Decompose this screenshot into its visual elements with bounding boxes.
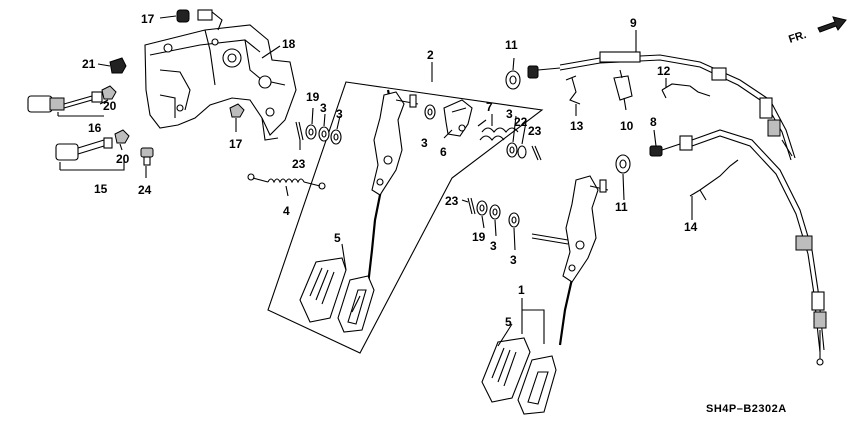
- callout-15: 15: [94, 182, 108, 196]
- part-8-cable-end: [649, 129, 827, 366]
- part-19-washer-left: [305, 124, 317, 140]
- callout-20-upper: 20: [103, 99, 117, 113]
- callout-12: 12: [657, 64, 671, 78]
- part-7-spring: [477, 119, 519, 141]
- front-direction-indicator: FR.: [787, 16, 847, 46]
- part-3-washer-mid-b: [508, 212, 520, 228]
- part-14-bracket: [689, 159, 739, 201]
- callout-7: 7: [486, 100, 493, 114]
- part-6-bracket: [443, 99, 473, 137]
- callout-21: 21: [82, 57, 96, 71]
- callout-6: 6: [440, 145, 447, 159]
- callout-19-mid: 19: [472, 230, 486, 244]
- callout-3-mid-b: 3: [510, 253, 517, 267]
- callout-9: 9: [630, 16, 637, 30]
- callout-17-lower: 17: [229, 137, 243, 151]
- pedal-pad-upper: [299, 257, 375, 333]
- part-17-top: [176, 9, 190, 23]
- pedal-arm-upper: [366, 89, 419, 286]
- callout-3-left-b: 3: [336, 107, 343, 121]
- front-direction-label: FR.: [787, 29, 808, 46]
- part-24-bolt: [140, 147, 154, 166]
- part-3-washer-left-b: [330, 129, 342, 145]
- part-3-washer-left-a: [318, 126, 330, 142]
- callout-16: 16: [88, 121, 102, 135]
- callout-3-left-a: 3: [320, 101, 327, 115]
- part-15-stopper: [55, 137, 113, 161]
- pedal-bracket: [144, 9, 297, 141]
- callout-13: 13: [570, 119, 584, 133]
- part-22-washers: [506, 142, 527, 159]
- part-21-nut: [109, 57, 127, 74]
- callout-3-mid-a: 3: [490, 239, 497, 253]
- callout-19-left: 19: [306, 90, 320, 104]
- leader-lines: [57, 15, 693, 347]
- callout-5-upper: 5: [334, 231, 341, 245]
- part-23-pin-left: [295, 121, 304, 141]
- callout-14: 14: [684, 220, 698, 234]
- part-9-throttle-cable: [527, 51, 796, 161]
- part-12-bracket: [661, 83, 711, 99]
- callout-8: 8: [650, 115, 657, 129]
- part-16-stopper: [27, 91, 103, 113]
- callout-11-lower: 11: [615, 200, 628, 214]
- part-3-washer-mid-a: [489, 204, 501, 220]
- callout-numbers: 17 18 21 20 16 20 15 24 17 19 3 3 23 4 2…: [82, 12, 698, 329]
- callout-23-mid: 23: [445, 194, 459, 208]
- callout-3-box: 3: [421, 136, 428, 150]
- part-10-clip: [613, 69, 633, 101]
- part-4-return-spring: [247, 173, 326, 190]
- callout-23-box: 23: [528, 124, 542, 138]
- callout-1: 1: [518, 283, 525, 297]
- part-23-pin-mid: [467, 197, 476, 215]
- pedal-arm-lower: [531, 175, 609, 346]
- callout-10: 10: [620, 119, 634, 133]
- callout-3-box-right: 3: [506, 107, 513, 121]
- callout-23-left: 23: [292, 157, 306, 171]
- diagram-reference-code: SH4P–B2302A: [706, 403, 787, 415]
- part-13-clip: [565, 75, 581, 105]
- front-arrow-icon: [817, 16, 847, 33]
- part-19-washer-mid: [476, 200, 488, 216]
- assembly-group-outline: [267, 81, 544, 354]
- callout-24: 24: [138, 183, 152, 197]
- part-20-nut-lower: [114, 129, 130, 144]
- part-17-lower: [229, 103, 245, 118]
- callout-18: 18: [282, 37, 296, 51]
- callout-11-upper: 11: [505, 38, 518, 52]
- part-3-washer-box: [424, 104, 436, 120]
- callout-2: 2: [427, 48, 434, 62]
- callout-20-lower: 20: [116, 152, 130, 166]
- callout-4: 4: [283, 204, 290, 218]
- part-20-nut-upper: [101, 85, 117, 100]
- part-23-pin-box: [531, 145, 542, 161]
- pedal-pad-lower: [481, 337, 557, 415]
- callout-22: 22: [514, 115, 528, 129]
- callout-17-top: 17: [141, 12, 155, 26]
- part-11-grommet-lower: [615, 154, 631, 174]
- part-11-grommet-upper: [505, 70, 521, 90]
- callout-5-lower: 5: [505, 315, 512, 329]
